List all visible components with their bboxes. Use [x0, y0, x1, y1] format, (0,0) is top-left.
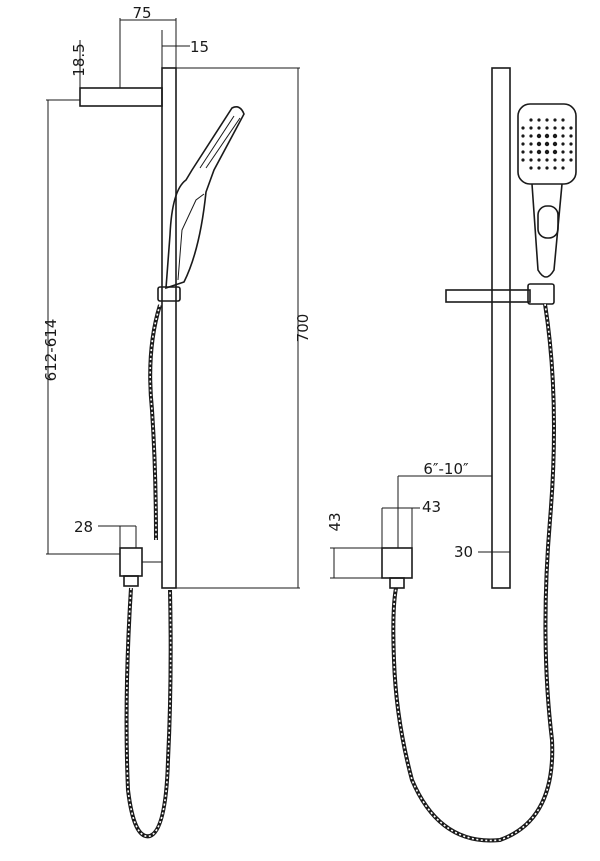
side-wall-outlet	[119, 547, 143, 577]
nozzle-dot	[561, 134, 565, 138]
nozzle-dot	[529, 118, 533, 122]
nozzle-dot	[529, 126, 533, 130]
nozzle-dot	[521, 126, 525, 130]
nozzle-dot	[529, 166, 533, 170]
dim-rail-depth: 15	[190, 38, 209, 56]
nozzle-dot	[545, 158, 549, 162]
nozzle-dot	[569, 126, 573, 130]
nozzle-dot	[536, 133, 542, 139]
dim-arm-projection: 75	[132, 4, 151, 22]
nozzle-dot	[561, 166, 565, 170]
nozzle-dot	[553, 126, 557, 130]
nozzle-dot	[569, 150, 573, 154]
nozzle-dot	[537, 118, 541, 122]
dim-arm-height: 18.5	[70, 43, 88, 76]
nozzle-dot	[521, 158, 525, 162]
nozzle-dot	[561, 150, 565, 154]
nozzle-dot	[545, 126, 549, 130]
front-hose	[391, 303, 556, 843]
dim-bracket-spacing: 612-614	[42, 319, 60, 382]
dim-rail-offset: 6″-10″	[423, 460, 469, 478]
side-top-arm	[79, 87, 163, 107]
nozzle-dot	[545, 118, 549, 122]
nozzle-dot	[552, 133, 558, 139]
nozzle-dot	[561, 126, 565, 130]
nozzle-dot	[521, 134, 525, 138]
handheld-shower-front-icon	[517, 103, 577, 278]
nozzle-dot	[537, 166, 541, 170]
nozzle-dot	[552, 141, 558, 147]
nozzle-dot	[569, 142, 573, 146]
nozzle-dot	[521, 142, 525, 146]
dim-outlet-width: 43	[422, 498, 441, 516]
handheld-shower-side-icon	[165, 106, 245, 290]
nozzle-dot	[529, 142, 533, 146]
nozzle-dot	[536, 149, 542, 155]
nozzle-dot	[569, 158, 573, 162]
dim-outlet-depth: 28	[74, 518, 93, 536]
nozzle-dot	[536, 141, 542, 147]
side-dimension-lines	[46, 18, 300, 589]
side-hose-upper	[148, 304, 162, 541]
nozzle-dot	[561, 142, 565, 146]
nozzle-dot	[529, 134, 533, 138]
front-dimension-lines	[330, 475, 510, 579]
nozzle-dot	[537, 126, 541, 130]
nozzle-dot	[553, 158, 557, 162]
nozzle-dot	[553, 166, 557, 170]
nozzle-dot	[569, 134, 573, 138]
nozzle-dot	[529, 158, 533, 162]
nozzle-dot	[544, 149, 550, 155]
side-hose-lower	[124, 587, 173, 839]
front-wall-outlet	[381, 547, 413, 579]
dim-rail-height: 700	[294, 314, 312, 343]
front-rail	[491, 67, 511, 589]
nozzle-dot	[553, 118, 557, 122]
front-view: 6″-10″ 43 43 30	[326, 67, 577, 843]
nozzle-dot	[521, 150, 525, 154]
nozzle-dot	[561, 118, 565, 122]
dim-outlet-height: 43	[326, 512, 344, 531]
nozzle-dot	[552, 149, 558, 155]
side-view: 75 15 18.5 700 612-614 28	[42, 4, 312, 839]
nozzle-dot	[537, 158, 541, 162]
dim-rail-width: 30	[454, 543, 473, 561]
nozzle-dot	[561, 158, 565, 162]
side-rail	[161, 67, 177, 589]
nozzle-dot	[545, 166, 549, 170]
front-holder-bar	[445, 289, 531, 303]
nozzle-dot	[544, 133, 550, 139]
nozzle-dot	[544, 141, 550, 147]
nozzle-dot	[529, 150, 533, 154]
